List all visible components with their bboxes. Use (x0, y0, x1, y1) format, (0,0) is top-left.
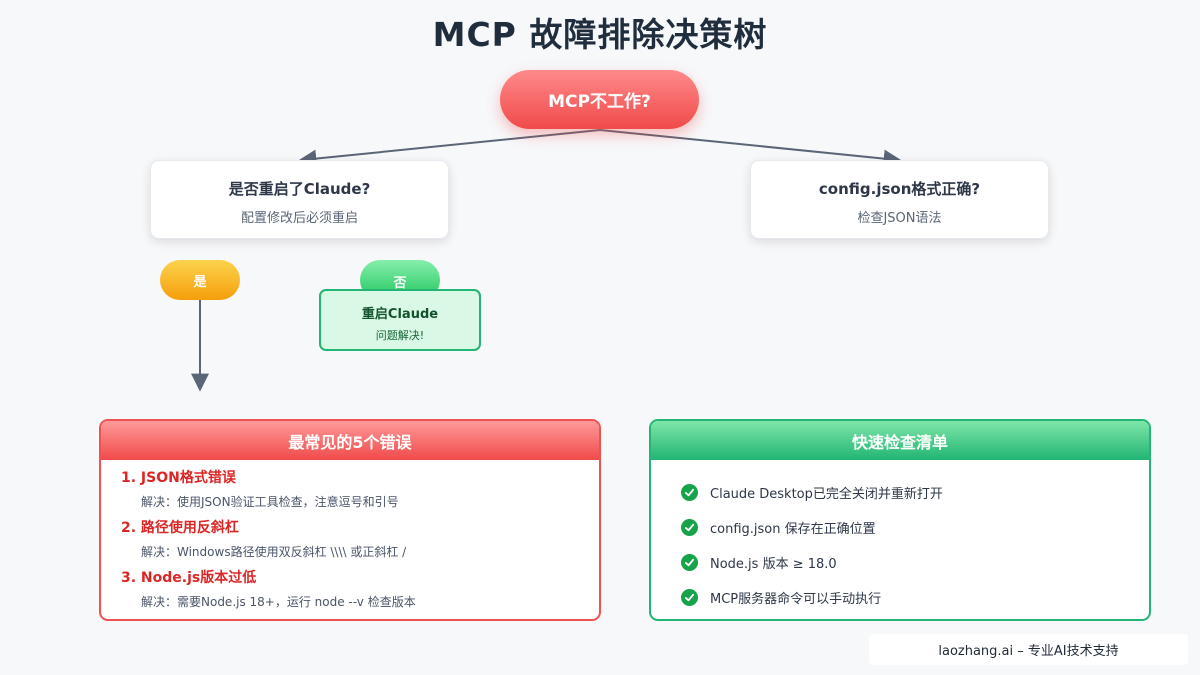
error-item-title: 3. Node.js版本过低 (121, 570, 257, 586)
checklist-item: config.json 保存在正确位置 (681, 518, 876, 537)
check-icon (681, 519, 698, 536)
quick-checklist-title: 快速检查清单 (651, 421, 1149, 460)
common-errors-title: 最常见的5个错误 (101, 421, 599, 460)
checklist-item: Node.js 版本 ≥ 18.0 (681, 553, 837, 572)
check-icon (681, 484, 698, 501)
error-item-solution: 解决：使用JSON验证工具检查，注意逗号和引号 (141, 495, 399, 509)
arrow-root-to-left (298, 129, 601, 168)
error-item: 1. JSON格式错误 解决：使用JSON验证工具检查，注意逗号和引号 (121, 467, 399, 510)
page-title: MCP 故障排除决策树 (432, 15, 768, 54)
checklist-item: MCP服务器命令可以手动执行 (681, 588, 881, 607)
checklist-item-text: Claude Desktop已完全关闭并重新打开 (710, 487, 943, 502)
error-item-title: 2. 路径使用反斜杠 (121, 520, 239, 536)
config-question-title: config.json格式正确? (818, 180, 981, 198)
restart-claude-title: 重启Claude (361, 307, 439, 322)
config-question-subtitle: 检查JSON语法 (857, 211, 942, 226)
checklist-item-text: config.json 保存在正确位置 (710, 522, 876, 537)
footer-credit: laozhang.ai – 专业AI技术支持 (869, 634, 1188, 665)
common-errors-panel: 最常见的5个错误 1. JSON格式错误 解决：使用JSON验证工具检查，注意逗… (99, 419, 601, 621)
error-item-solution: 解决：需要Node.js 18+，运行 node --v 检查版本 (141, 595, 416, 609)
restart-question-box: 是否重启了Claude? 配置修改后必须重启 (150, 160, 449, 239)
quick-checklist-panel: 快速检查清单 Claude Desktop已完全关闭并重新打开 config.j… (649, 419, 1151, 621)
yes-branch-pill: 是 (160, 260, 240, 300)
root-question-node: MCP不工作? (500, 70, 699, 129)
error-item-solution: 解决：Windows路径使用双反斜杠 \\\\ 或正斜杠 / (141, 545, 407, 559)
checklist-item: Claude Desktop已完全关闭并重新打开 (681, 483, 943, 502)
restart-claude-desc: 问题解决! (375, 329, 425, 342)
error-item-title: 1. JSON格式错误 (121, 470, 236, 486)
error-item: 3. Node.js版本过低 解决：需要Node.js 18+，运行 node … (121, 567, 416, 610)
arrow-root-to-right (599, 129, 902, 168)
restart-question-title: 是否重启了Claude? (228, 180, 371, 198)
check-icon (681, 589, 698, 606)
error-item: 2. 路径使用反斜杠 解决：Windows路径使用双反斜杠 \\\\ 或正斜杠 … (121, 517, 406, 560)
restart-question-subtitle: 配置修改后必须重启 (240, 211, 358, 226)
checklist-item-text: Node.js 版本 ≥ 18.0 (710, 557, 837, 572)
restart-claude-box: 重启Claude 问题解决! (319, 289, 481, 351)
checklist-item-text: MCP服务器命令可以手动执行 (710, 592, 882, 607)
check-icon (681, 554, 698, 571)
config-question-box: config.json格式正确? 检查JSON语法 (750, 160, 1049, 239)
